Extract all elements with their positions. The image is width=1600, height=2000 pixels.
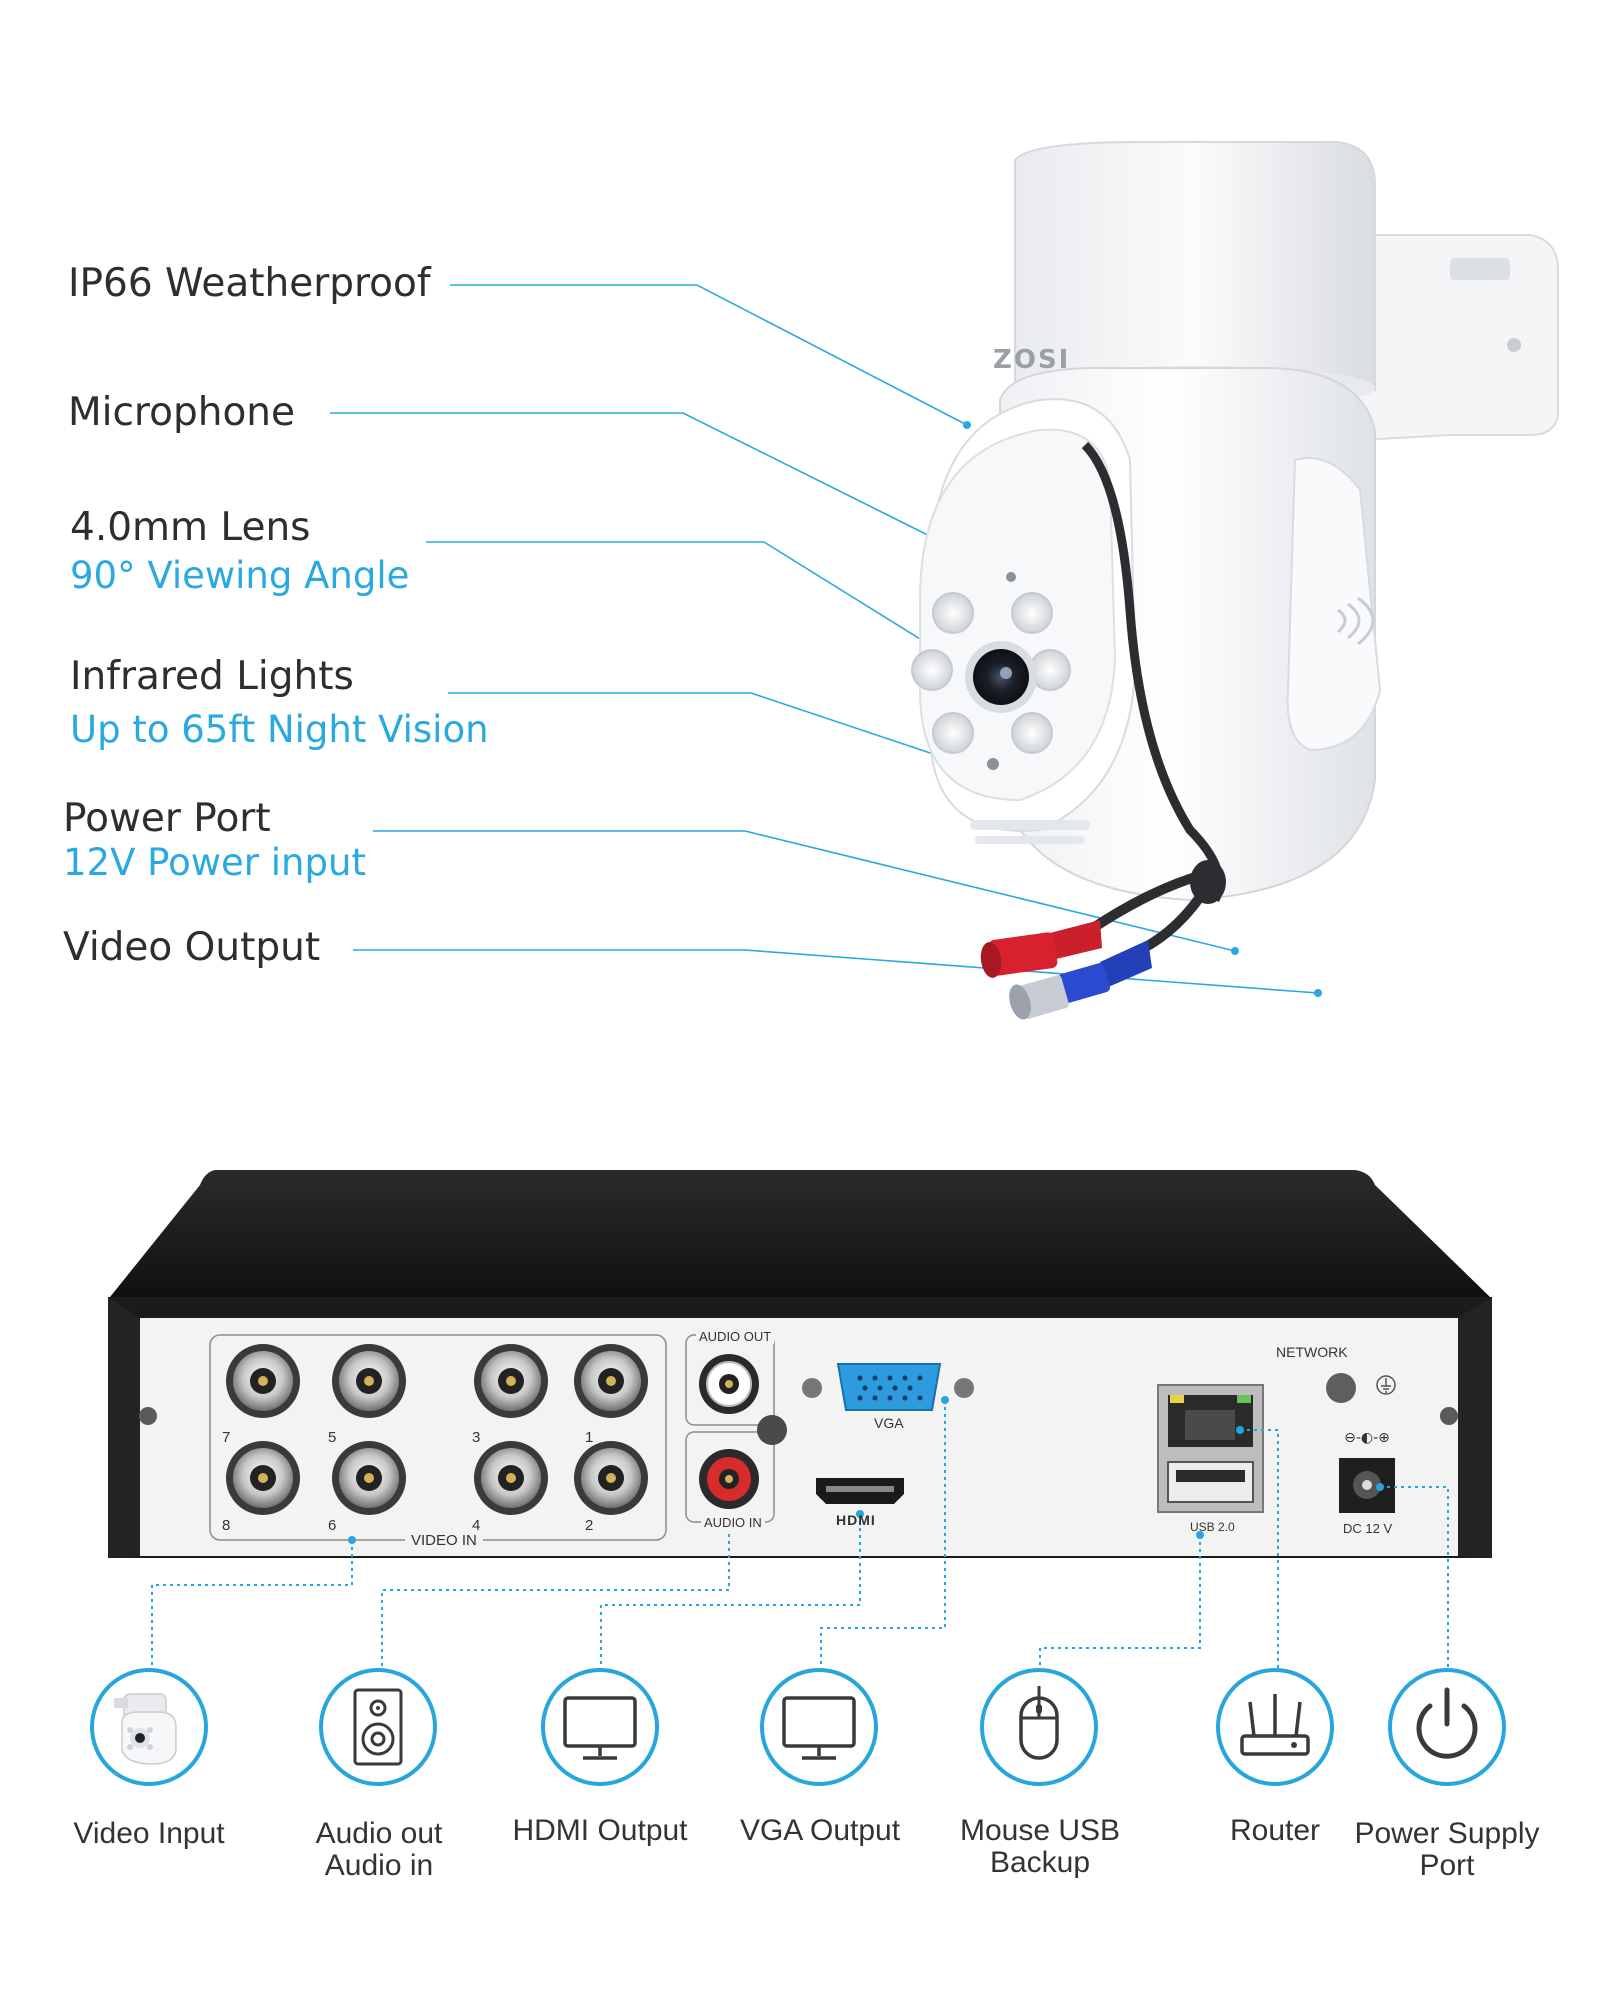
video-input-icon-circle — [90, 1668, 208, 1786]
power-supply-label: Power Supply Port — [1354, 1817, 1540, 1882]
audio-label: Audio out Audio in — [315, 1817, 443, 1882]
camera-icon — [114, 1693, 177, 1765]
audio-out-label: AUDIO OUT — [696, 1329, 775, 1344]
audio-in-jack — [699, 1449, 759, 1509]
hdmi-output-icon-circle — [541, 1668, 659, 1786]
channel-2-label: 2 — [585, 1517, 594, 1534]
channel-6-label: 6 — [328, 1517, 337, 1534]
audio-in-label: AUDIO IN — [701, 1515, 765, 1530]
router-icon — [1240, 1694, 1310, 1756]
usb-label: USB 2.0 — [1190, 1520, 1235, 1534]
router-icon-circle — [1216, 1668, 1334, 1786]
feature-microphone-title: Microphone — [68, 390, 296, 435]
channel-4-label: 4 — [472, 1517, 481, 1534]
vga-output-icon-circle — [760, 1668, 878, 1786]
channel-3-label: 3 — [472, 1429, 481, 1446]
speaker-icon — [353, 1688, 403, 1766]
channel-8-label: 8 — [222, 1517, 231, 1534]
channel-1-label: 1 — [585, 1429, 594, 1446]
channel-5-label: 5 — [328, 1429, 337, 1446]
hdmi-output-label: HDMI Output — [512, 1814, 688, 1847]
video-in-label: VIDEO IN — [405, 1532, 483, 1549]
brand-logo: ZOSI — [993, 345, 1070, 375]
power-icon — [1416, 1687, 1478, 1759]
svg-text:⊖-◐-⊕: ⊖-◐-⊕ — [1344, 1430, 1390, 1446]
feature-lens-title: 4.0mm Lens — [70, 505, 311, 550]
mouse-icon — [1019, 1686, 1059, 1760]
camera-illustration: ZOSI — [911, 141, 1559, 1020]
audio-icon-circle — [319, 1668, 437, 1786]
feature-power-sub: 12V Power input — [63, 841, 366, 884]
vga-label: VGA — [874, 1415, 904, 1431]
router-label: Router — [1229, 1814, 1321, 1847]
dvr-ports: ⊖-◐-⊕ — [151, 1344, 1449, 1668]
mouse-usb-label: Mouse USB Backup — [959, 1814, 1121, 1879]
bnc-connectors — [226, 1344, 648, 1515]
dc-power-jack: ⊖-◐-⊕ — [1339, 1430, 1395, 1513]
monitor-icon — [563, 1696, 637, 1760]
audio-out-jack — [699, 1354, 759, 1414]
connection-lines — [151, 1400, 1449, 1668]
vga-output-label: VGA Output — [739, 1814, 901, 1847]
mouse-icon-circle — [980, 1668, 1098, 1786]
video-input-label: Video Input — [73, 1817, 225, 1850]
feature-infrared-sub: Up to 65ft Night Vision — [70, 708, 489, 751]
hdmi-label: HDMI — [836, 1512, 876, 1528]
usb-port — [1167, 1461, 1254, 1503]
hdmi-port — [816, 1478, 904, 1504]
feature-video-title: Video Output — [63, 925, 321, 970]
dc-label: DC 12 V — [1343, 1521, 1393, 1536]
monitor-icon — [782, 1696, 856, 1760]
feature-infrared-title: Infrared Lights — [70, 654, 354, 699]
feature-lens-sub: 90° Viewing Angle — [70, 554, 410, 597]
vga-port — [802, 1363, 974, 1411]
power-icon-circle — [1388, 1668, 1506, 1786]
feature-power-title: Power Port — [63, 796, 271, 841]
channel-7-label: 7 — [222, 1429, 231, 1446]
network-label: NETWORK — [1276, 1344, 1348, 1360]
dvr-illustration — [108, 1170, 1492, 1558]
feature-weatherproof-title: IP66 Weatherproof — [68, 261, 431, 306]
